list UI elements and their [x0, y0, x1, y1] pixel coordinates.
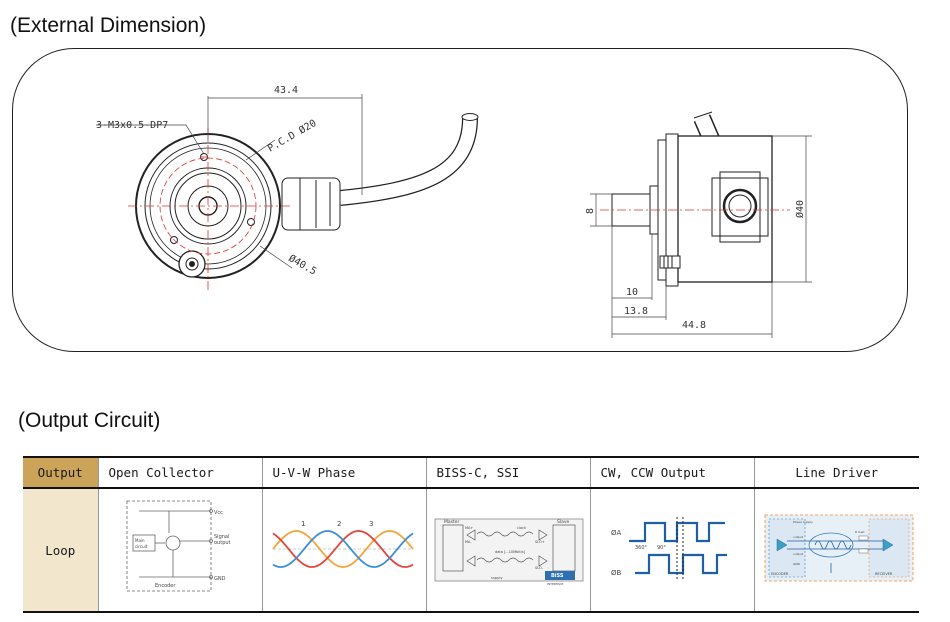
biss-slave: Slave: [557, 519, 570, 525]
table-loop-row: Loop Vcc Signal: [23, 488, 919, 613]
dim-pcd: P.C.D Ø20: [266, 117, 319, 154]
cw-phase-a: ØA: [611, 529, 622, 537]
biss-master: Master: [444, 519, 460, 525]
oc-encoder: Encoder: [155, 583, 176, 589]
header-output-label: Output: [23, 456, 99, 489]
thumb-open-collector: Vcc Signal output GND Main circuit Encod…: [98, 488, 263, 613]
ld-gnd: GND: [793, 562, 801, 566]
ld-receiver: RECEIVER: [875, 572, 893, 576]
biss-clock: clock: [517, 526, 527, 530]
biss-slo-plus: SLO+: [535, 540, 545, 544]
row-loop-label: Loop: [23, 488, 99, 613]
dim-len-13-8: 13.8: [624, 306, 648, 317]
oc-vcc: Vcc: [214, 510, 223, 516]
cw-phase-b-wave: [634, 553, 727, 575]
cw-90: 90°: [657, 545, 666, 551]
dimension-drawing: 43.4 3-M3x0.5-DP7 P.C.D Ø20 Ø40.5: [96, 85, 812, 338]
biss-slo-minus: SLO-: [535, 566, 544, 570]
oc-circuit: circuit: [135, 544, 148, 549]
ld-output-p: output: [793, 535, 804, 539]
col-open-collector: Open Collector: [98, 456, 263, 489]
dim-dia-40-5: Ø40.5: [287, 252, 319, 277]
dim-len-44-8: 44.8: [682, 320, 706, 331]
col-biss-ssi: BISS-C, SSI: [426, 456, 591, 489]
thumb-cw-ccw: ØA ØB 360° 90°: [590, 488, 755, 613]
col-uvw-phase: U-V-W Phase: [262, 456, 427, 489]
thumb-biss-ssi: Master Slave MA+ MA- clock SLO+ SLO- dat…: [426, 488, 591, 613]
uvw-label-1: 1: [301, 520, 305, 528]
table-header-row: Output Open Collector U-V-W Phase BISS-C…: [23, 456, 919, 489]
uvw-label-3: 3: [369, 520, 373, 528]
thumb-line-driver: Power supply output output GND R load EN…: [754, 488, 919, 613]
dimension-drawing-frame: [12, 48, 908, 352]
cw-360: 360°: [635, 545, 648, 551]
oc-gnd: GND: [214, 576, 226, 582]
output-circuit-table: Output Open Collector U-V-W Phase BISS-C…: [23, 456, 919, 613]
col-line-driver: Line Driver: [754, 456, 919, 489]
biss-logo-sub: INTERFACE: [547, 582, 563, 586]
ld-encoder: ENCODER: [771, 572, 789, 576]
dim-thread-spec: 3-M3x0.5-DP7: [96, 120, 168, 131]
external-dimension-heading: (External Dimension): [10, 14, 207, 37]
cw-phase-b: ØB: [611, 569, 622, 577]
ld-output-n: output: [793, 552, 804, 556]
thumb-uvw-phase: 1 2 3: [262, 488, 427, 613]
uvw-label-2: 2: [337, 520, 341, 528]
ld-rload: R load: [855, 530, 865, 534]
uvw-wave-3: [272, 530, 414, 568]
dim-width-43-4: 43.4: [274, 85, 298, 96]
oc-main: Main: [135, 538, 145, 543]
dim-len-10: 10: [626, 287, 638, 298]
biss-ma-minus: MA-: [465, 540, 472, 544]
biss-ma-plus: MA+: [465, 526, 473, 530]
side-view: [611, 111, 773, 287]
cw-phase-a-wave: [628, 521, 725, 543]
biss-supply: supply: [491, 576, 503, 580]
front-view: [135, 113, 479, 279]
dim-shaft-8: 8: [585, 208, 596, 214]
col-cw-ccw: CW, CCW Output: [590, 456, 755, 489]
ld-power: Power supply: [793, 520, 813, 524]
dim-dia-40: Ø40: [794, 200, 806, 218]
uvw-wave-1: [271, 530, 414, 568]
cable-gland: [281, 177, 341, 231]
biss-data: data [...10Mbit/s]: [495, 550, 526, 554]
biss-logo: BiSS: [551, 573, 564, 579]
output-circuit-heading: (Output Circuit): [18, 409, 161, 432]
oc-output: output: [214, 540, 231, 546]
oc-signal: Signal: [214, 534, 229, 540]
